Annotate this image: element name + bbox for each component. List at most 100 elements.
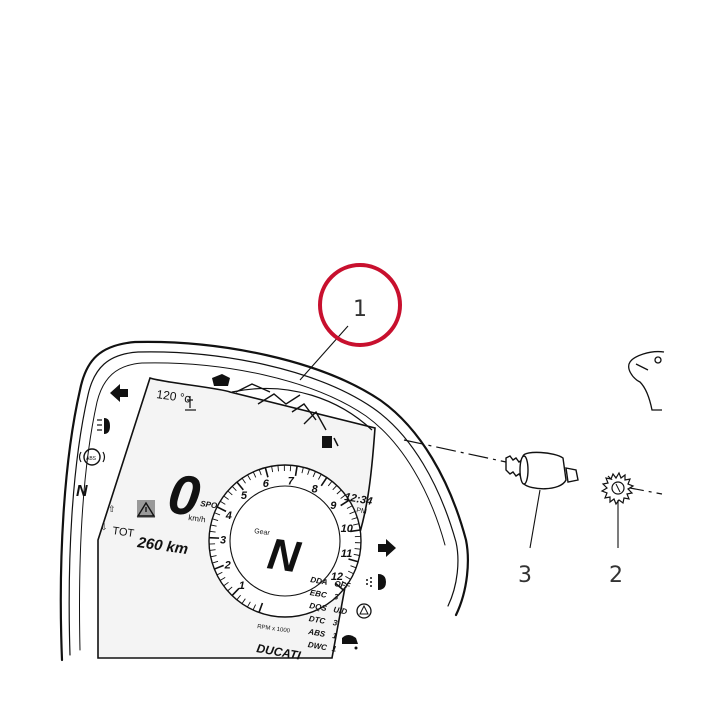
callout-3: 3 xyxy=(518,563,532,588)
fuel-icon xyxy=(322,436,339,448)
brand-logo-stripes xyxy=(235,383,327,431)
coolant-icon xyxy=(185,396,196,411)
tachometer-tick-label: 7 xyxy=(288,475,295,487)
callout-2: 2 xyxy=(609,563,623,588)
status-row-label: DDA xyxy=(310,575,329,587)
tachometer-tick xyxy=(327,480,333,487)
tachometer-tick xyxy=(258,469,262,476)
tachometer-tick xyxy=(353,523,360,526)
tachometer-tick xyxy=(252,471,257,478)
status-row-label: DTC xyxy=(308,614,326,626)
tachometer-tick xyxy=(223,495,229,500)
tachometer-tick xyxy=(223,581,229,587)
engine-warning-icon xyxy=(212,374,230,386)
status-row-value: 3 xyxy=(332,618,338,628)
clock-time: 12:34 xyxy=(343,491,373,508)
highlight-circle xyxy=(318,263,402,347)
callout-leaders xyxy=(299,325,619,549)
tachometer-tick xyxy=(307,468,310,475)
dashboard-housing xyxy=(59,340,469,662)
status-row-value: 1 xyxy=(332,631,338,641)
tachometer-tick xyxy=(212,518,219,521)
gear-label: Gear xyxy=(254,528,271,537)
tachometer-tick-label: 9 xyxy=(330,500,337,512)
tachometer-tick xyxy=(236,594,241,601)
status-row-label: EBC xyxy=(309,588,327,600)
rpm-scale-label: RPM x 1000 xyxy=(257,624,291,635)
small-indicator-arrow-icon: ⇧ xyxy=(108,504,116,514)
neutral-indicator: N xyxy=(76,483,88,500)
tachometer-tick xyxy=(348,558,359,563)
tachometer-tick xyxy=(247,474,251,481)
tachometer-tick xyxy=(271,466,274,473)
tachometer-tick xyxy=(277,465,279,472)
tachometer-tick xyxy=(294,465,298,476)
tachometer-tick xyxy=(349,511,356,515)
high-beam-icon xyxy=(97,418,110,434)
tachometer-tick xyxy=(236,481,244,491)
tachometer-tick xyxy=(340,499,350,507)
tachometer-tick xyxy=(231,486,237,491)
bracket-fragment xyxy=(628,350,665,411)
tachometer-tick xyxy=(210,555,217,558)
traction-warning-icon xyxy=(356,603,372,619)
tachometer-tick xyxy=(346,505,353,509)
tachometer-tick-label: 12 xyxy=(331,571,343,583)
tachometer-tick xyxy=(258,602,264,613)
tachometer-tick xyxy=(320,477,328,487)
tachometer-tick xyxy=(353,553,360,556)
tachometer-tick xyxy=(354,548,361,550)
tachometer-tick xyxy=(212,560,219,564)
tachometer-tick xyxy=(336,489,342,495)
tachometer-tick xyxy=(341,580,348,586)
status-row-label: DQS xyxy=(309,601,328,613)
tachometer-tick-label: 4 xyxy=(225,510,232,522)
tachometer-tick xyxy=(216,571,223,576)
status-row-value: 3 xyxy=(333,592,339,602)
tachometer-tick xyxy=(312,471,316,478)
tachometer-tick xyxy=(227,586,233,592)
status-row-label: DWC xyxy=(307,640,328,652)
tachometer-tick xyxy=(318,473,322,480)
turn-left-arrow-icon xyxy=(110,384,128,402)
tachometer-tick xyxy=(210,524,217,527)
right-indicator-column xyxy=(342,539,396,650)
tachometer-tick xyxy=(301,467,304,474)
tachometer-tick xyxy=(241,598,246,604)
tachometer-tick xyxy=(219,500,226,505)
fog-light-icon xyxy=(366,574,386,590)
status-row-value: 1 xyxy=(331,644,337,654)
temperature-readout: 120 °c xyxy=(156,387,192,406)
tachometer-tick xyxy=(332,485,338,491)
tachometer-tick xyxy=(231,587,240,597)
tachometer-tick xyxy=(209,530,216,533)
abs-indicator-text: ABS xyxy=(86,456,97,462)
tachometer-tick xyxy=(219,577,226,581)
tachometer-tick xyxy=(351,517,358,520)
tachometer-tick xyxy=(350,529,361,533)
status-row-value: OFF xyxy=(334,579,352,591)
tachometer-tick xyxy=(216,506,227,513)
status-row-label: ABS xyxy=(307,627,327,639)
tachometer-tick xyxy=(214,512,221,516)
tachometer-tick-label: 3 xyxy=(220,535,226,547)
small-indicator-arrow-icon: ⇩ xyxy=(100,522,108,532)
abs-warning-icon: ABS xyxy=(78,448,106,466)
tachometer-tick-label: 5 xyxy=(241,490,248,502)
tachometer-tick-label: 6 xyxy=(263,478,270,490)
tachometer-tick xyxy=(347,570,354,575)
warning-triangle-icon xyxy=(136,500,156,518)
tachometer-tick xyxy=(209,549,216,551)
tachometer-tick-label: 2 xyxy=(224,559,231,571)
tachometer-tick xyxy=(252,604,257,611)
tachometer-tick xyxy=(214,564,224,570)
speed-unit-label: km/h xyxy=(188,513,206,524)
callout-1: 1 xyxy=(353,297,367,322)
left-indicator-column: ABS N xyxy=(76,384,128,500)
tachometer-tick xyxy=(264,467,269,478)
tachometer-tick xyxy=(340,494,346,499)
